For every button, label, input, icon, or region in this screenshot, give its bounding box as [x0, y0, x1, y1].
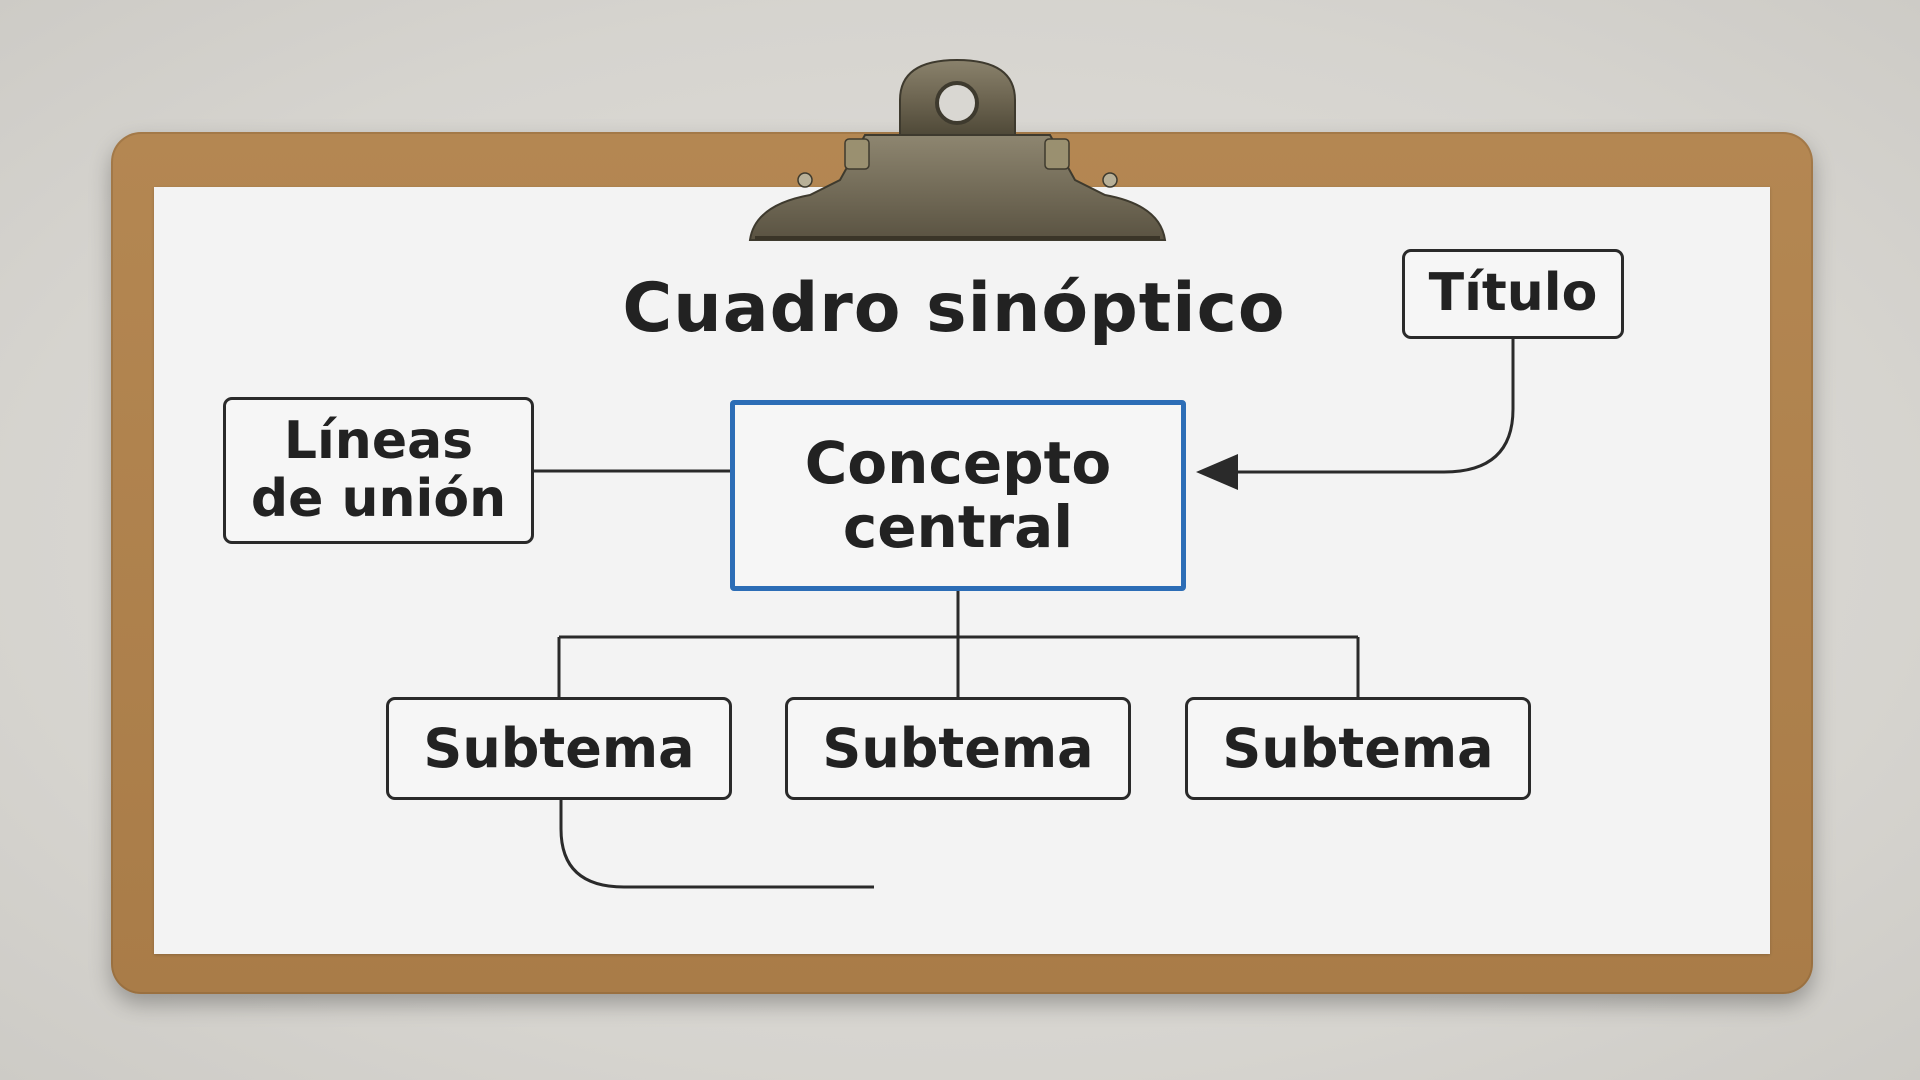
node-subtema-1: Subtema [386, 697, 732, 800]
node-subtema-2: Subtema [785, 697, 1131, 800]
node-concepto-central: Concepto central [730, 400, 1186, 591]
metal-clip [748, 58, 1167, 241]
node-titulo-label: Título [1428, 263, 1598, 324]
node-subtema-2-label: Subtema [822, 716, 1094, 780]
node-subtema-3-label: Subtema [1222, 716, 1494, 780]
node-lineas-label-line2: de unión [250, 468, 507, 529]
node-central-label-line2: central [842, 492, 1074, 561]
node-lineas-de-union: Líneas de unión [223, 397, 534, 544]
diagram-title: Cuadro sinóptico [622, 269, 1286, 348]
connector-sub1-tail [559, 800, 874, 889]
connector-lines [534, 339, 1515, 889]
node-titulo: Título [1402, 249, 1624, 339]
node-subtema-3: Subtema [1185, 697, 1531, 800]
node-lineas-label-line1: Líneas [283, 411, 474, 472]
node-subtema-1-label: Subtema [423, 716, 695, 780]
node-central-label-line1: Concepto [804, 428, 1112, 497]
synoptic-diagram: Cuadro sinóptico Título Líneas de unión … [154, 187, 1770, 954]
connector-titulo-central [1196, 339, 1515, 490]
